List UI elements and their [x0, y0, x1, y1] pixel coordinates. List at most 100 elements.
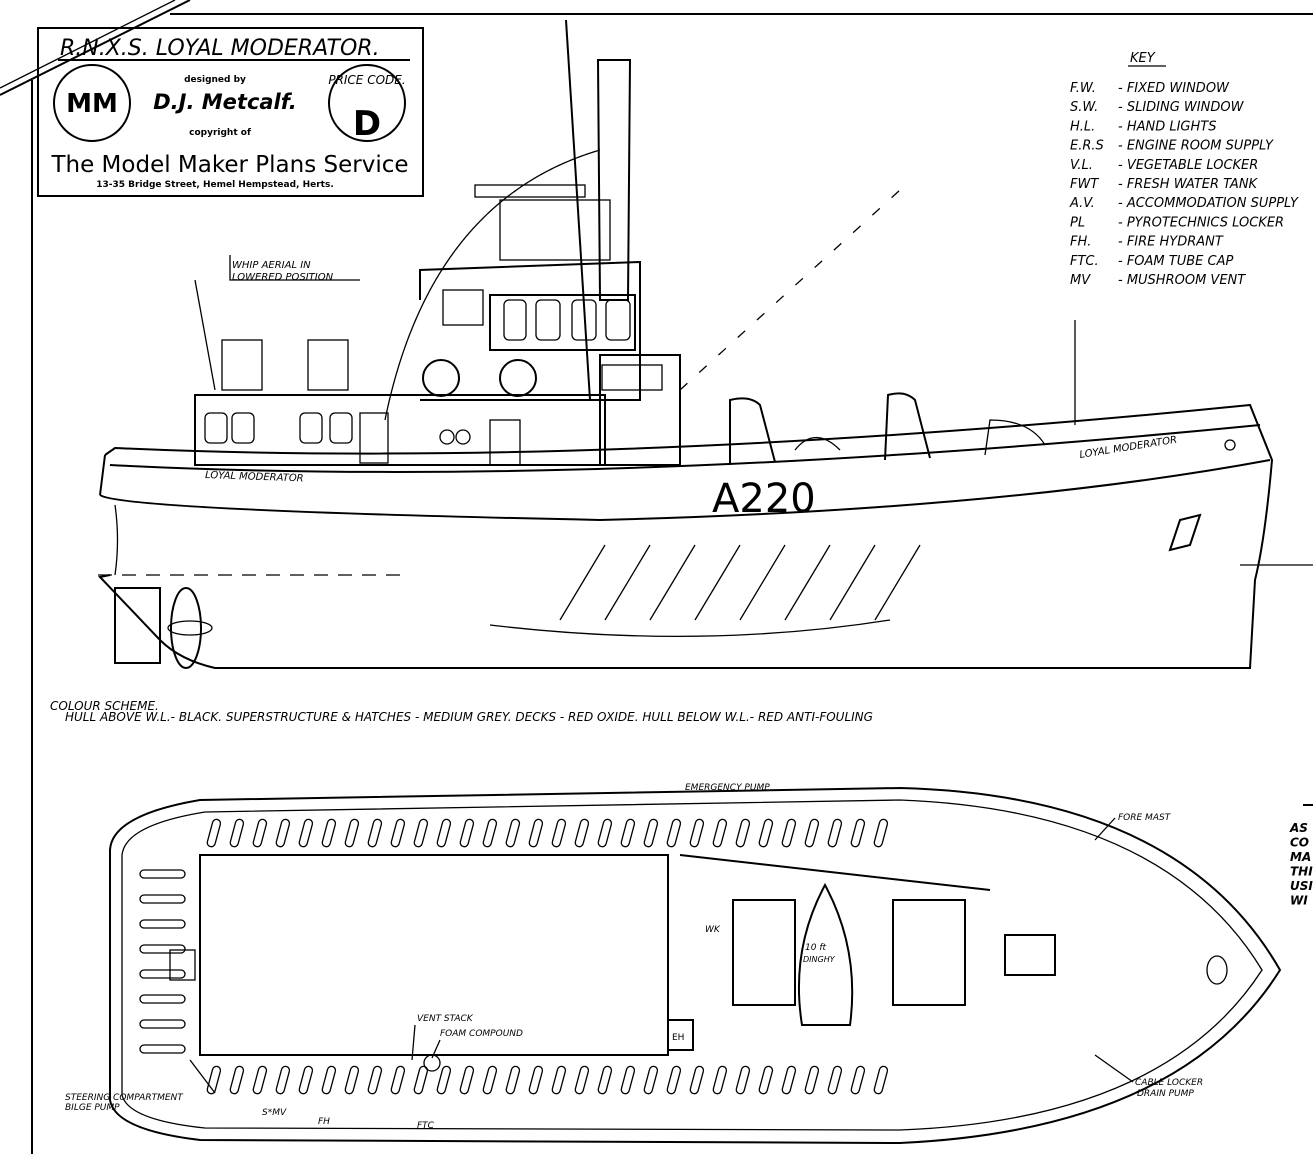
deck-slot — [850, 1065, 866, 1095]
label-vent-stack: VENT STACK — [417, 1014, 474, 1024]
designed-by-label: designed by — [184, 75, 246, 85]
label-fore-mast: FORE MAST — [1118, 813, 1172, 823]
deck-slot — [139, 1019, 186, 1029]
key-abbr: E.R.S — [1070, 139, 1104, 154]
label-smv: S*MV — [262, 1108, 287, 1118]
deck-slot — [436, 818, 452, 848]
deck-slot — [712, 818, 728, 848]
deck-slot — [827, 818, 843, 848]
hull-name-aft: LOYAL MODERATOR — [205, 470, 304, 484]
deck-slot — [827, 1065, 843, 1095]
deck-slot — [850, 818, 866, 848]
label-ftc: FTC — [417, 1121, 435, 1131]
price-code-label: PRICE CODE. — [328, 73, 405, 87]
hull-hatch-line — [694, 544, 741, 621]
deck-slot — [735, 1065, 751, 1095]
key-meaning: - SLIDING WINDOW — [1118, 100, 1245, 115]
title-block: R.N.X.S. LOYAL MODERATOR. MM designed by… — [37, 27, 424, 197]
deck-slot — [643, 1065, 659, 1095]
key-abbr: MV — [1070, 273, 1091, 288]
deck-slot — [436, 1065, 452, 1095]
aerial-note-line2: LOWERED POSITION — [232, 272, 334, 283]
deck-slot — [206, 818, 222, 848]
deck-slot — [390, 818, 406, 848]
deck-slot — [139, 944, 186, 954]
key-abbr: FWT — [1070, 177, 1099, 192]
deck-slot — [229, 1065, 245, 1095]
deck-slot — [139, 969, 186, 979]
deck-slot — [390, 1065, 406, 1095]
deck-slot — [298, 818, 314, 848]
deck-slot — [206, 1065, 222, 1095]
deck-slot — [252, 1065, 268, 1095]
colour-scheme-heading: COLOUR SCHEME. — [50, 699, 159, 713]
deck-slot — [528, 818, 544, 848]
deck-slot — [643, 818, 659, 848]
deck-slot — [528, 1065, 544, 1095]
deck-slot — [229, 818, 245, 848]
side-note-line: WI — [1290, 894, 1308, 908]
deck-slot — [758, 1065, 774, 1095]
side-note-line: THI — [1290, 865, 1313, 879]
colour-scheme-text: HULL ABOVE W.L.- BLACK. SUPERSTRUCTURE &… — [65, 710, 873, 724]
deck-plan: EMERGENCY PUMP FORE MAST WK 10 ft DINGHY… — [65, 783, 1282, 1145]
deck-slot — [505, 818, 521, 848]
hull-name-fwd: LOYAL MODERATOR — [1079, 435, 1178, 461]
price-code: D — [353, 104, 381, 144]
deck-slot — [252, 818, 268, 848]
key-meaning: - MUSHROOM VENT — [1118, 273, 1246, 288]
deck-slot — [804, 1065, 820, 1095]
key-meaning: - PYROTECHNICS LOCKER — [1118, 215, 1284, 230]
deck-slot — [574, 818, 590, 848]
copyright-label: copyright of — [189, 128, 251, 138]
key-meaning: - ACCOMMODATION SUPPLY — [1118, 196, 1299, 211]
deck-slot — [413, 1065, 429, 1095]
key-abbr: A.V. — [1069, 196, 1095, 211]
side-note-line: MA — [1290, 850, 1311, 864]
key-meaning: - VEGETABLE LOCKER — [1118, 158, 1258, 173]
key-meaning: - FOAM TUBE CAP — [1118, 254, 1233, 269]
label-bilge-pump: BILGE PUMP — [65, 1103, 120, 1113]
deck-slot — [275, 818, 291, 848]
deck-slot — [367, 818, 383, 848]
deck-slot — [620, 1065, 636, 1095]
key-meaning: - HAND LIGHTS — [1118, 119, 1216, 134]
deck-slot — [735, 818, 751, 848]
deck-slot — [689, 1065, 705, 1095]
hull-hatch-line — [604, 544, 651, 621]
label-drain-pump: DRAIN PUMP — [1137, 1089, 1194, 1099]
deck-slot — [482, 1065, 498, 1095]
deck-slot — [620, 818, 636, 848]
deck-slot — [597, 818, 613, 848]
label-steering-compartment: STEERING COMPARTMENT — [65, 1093, 184, 1103]
hull-hatch-line — [559, 544, 606, 621]
label-dinghy: DINGHY — [803, 955, 836, 964]
key-abbr: F.W. — [1070, 81, 1096, 96]
label-fh: FH — [318, 1117, 330, 1127]
key-abbr: FH. — [1070, 235, 1091, 250]
label-eh: EH — [672, 1033, 684, 1043]
deck-slot — [139, 919, 186, 929]
key-abbr: H.L. — [1070, 119, 1095, 134]
label-dinghy-size: 10 ft — [805, 943, 826, 953]
hull-hatch-line — [649, 544, 696, 621]
key-meaning: - FIXED WINDOW — [1118, 81, 1230, 96]
label-emergency-pump: EMERGENCY PUMP — [685, 783, 770, 793]
key-heading: KEY — [1130, 51, 1156, 66]
deck-slot — [321, 1065, 337, 1095]
deck-slot — [597, 1065, 613, 1095]
publisher-address: 13-35 Bridge Street, Hemel Hempstead, He… — [96, 180, 334, 190]
label-cable-locker: CABLE LOCKER — [1135, 1078, 1203, 1088]
side-note-line: CO — [1290, 836, 1309, 850]
deck-slot — [505, 1065, 521, 1095]
deck-slot — [804, 818, 820, 848]
key-meaning: - ENGINE ROOM SUPPLY — [1118, 139, 1274, 154]
deck-slot — [344, 818, 360, 848]
hull-hatch-line — [829, 544, 876, 621]
deck-slot — [139, 994, 186, 1004]
deck-slot — [873, 818, 889, 848]
